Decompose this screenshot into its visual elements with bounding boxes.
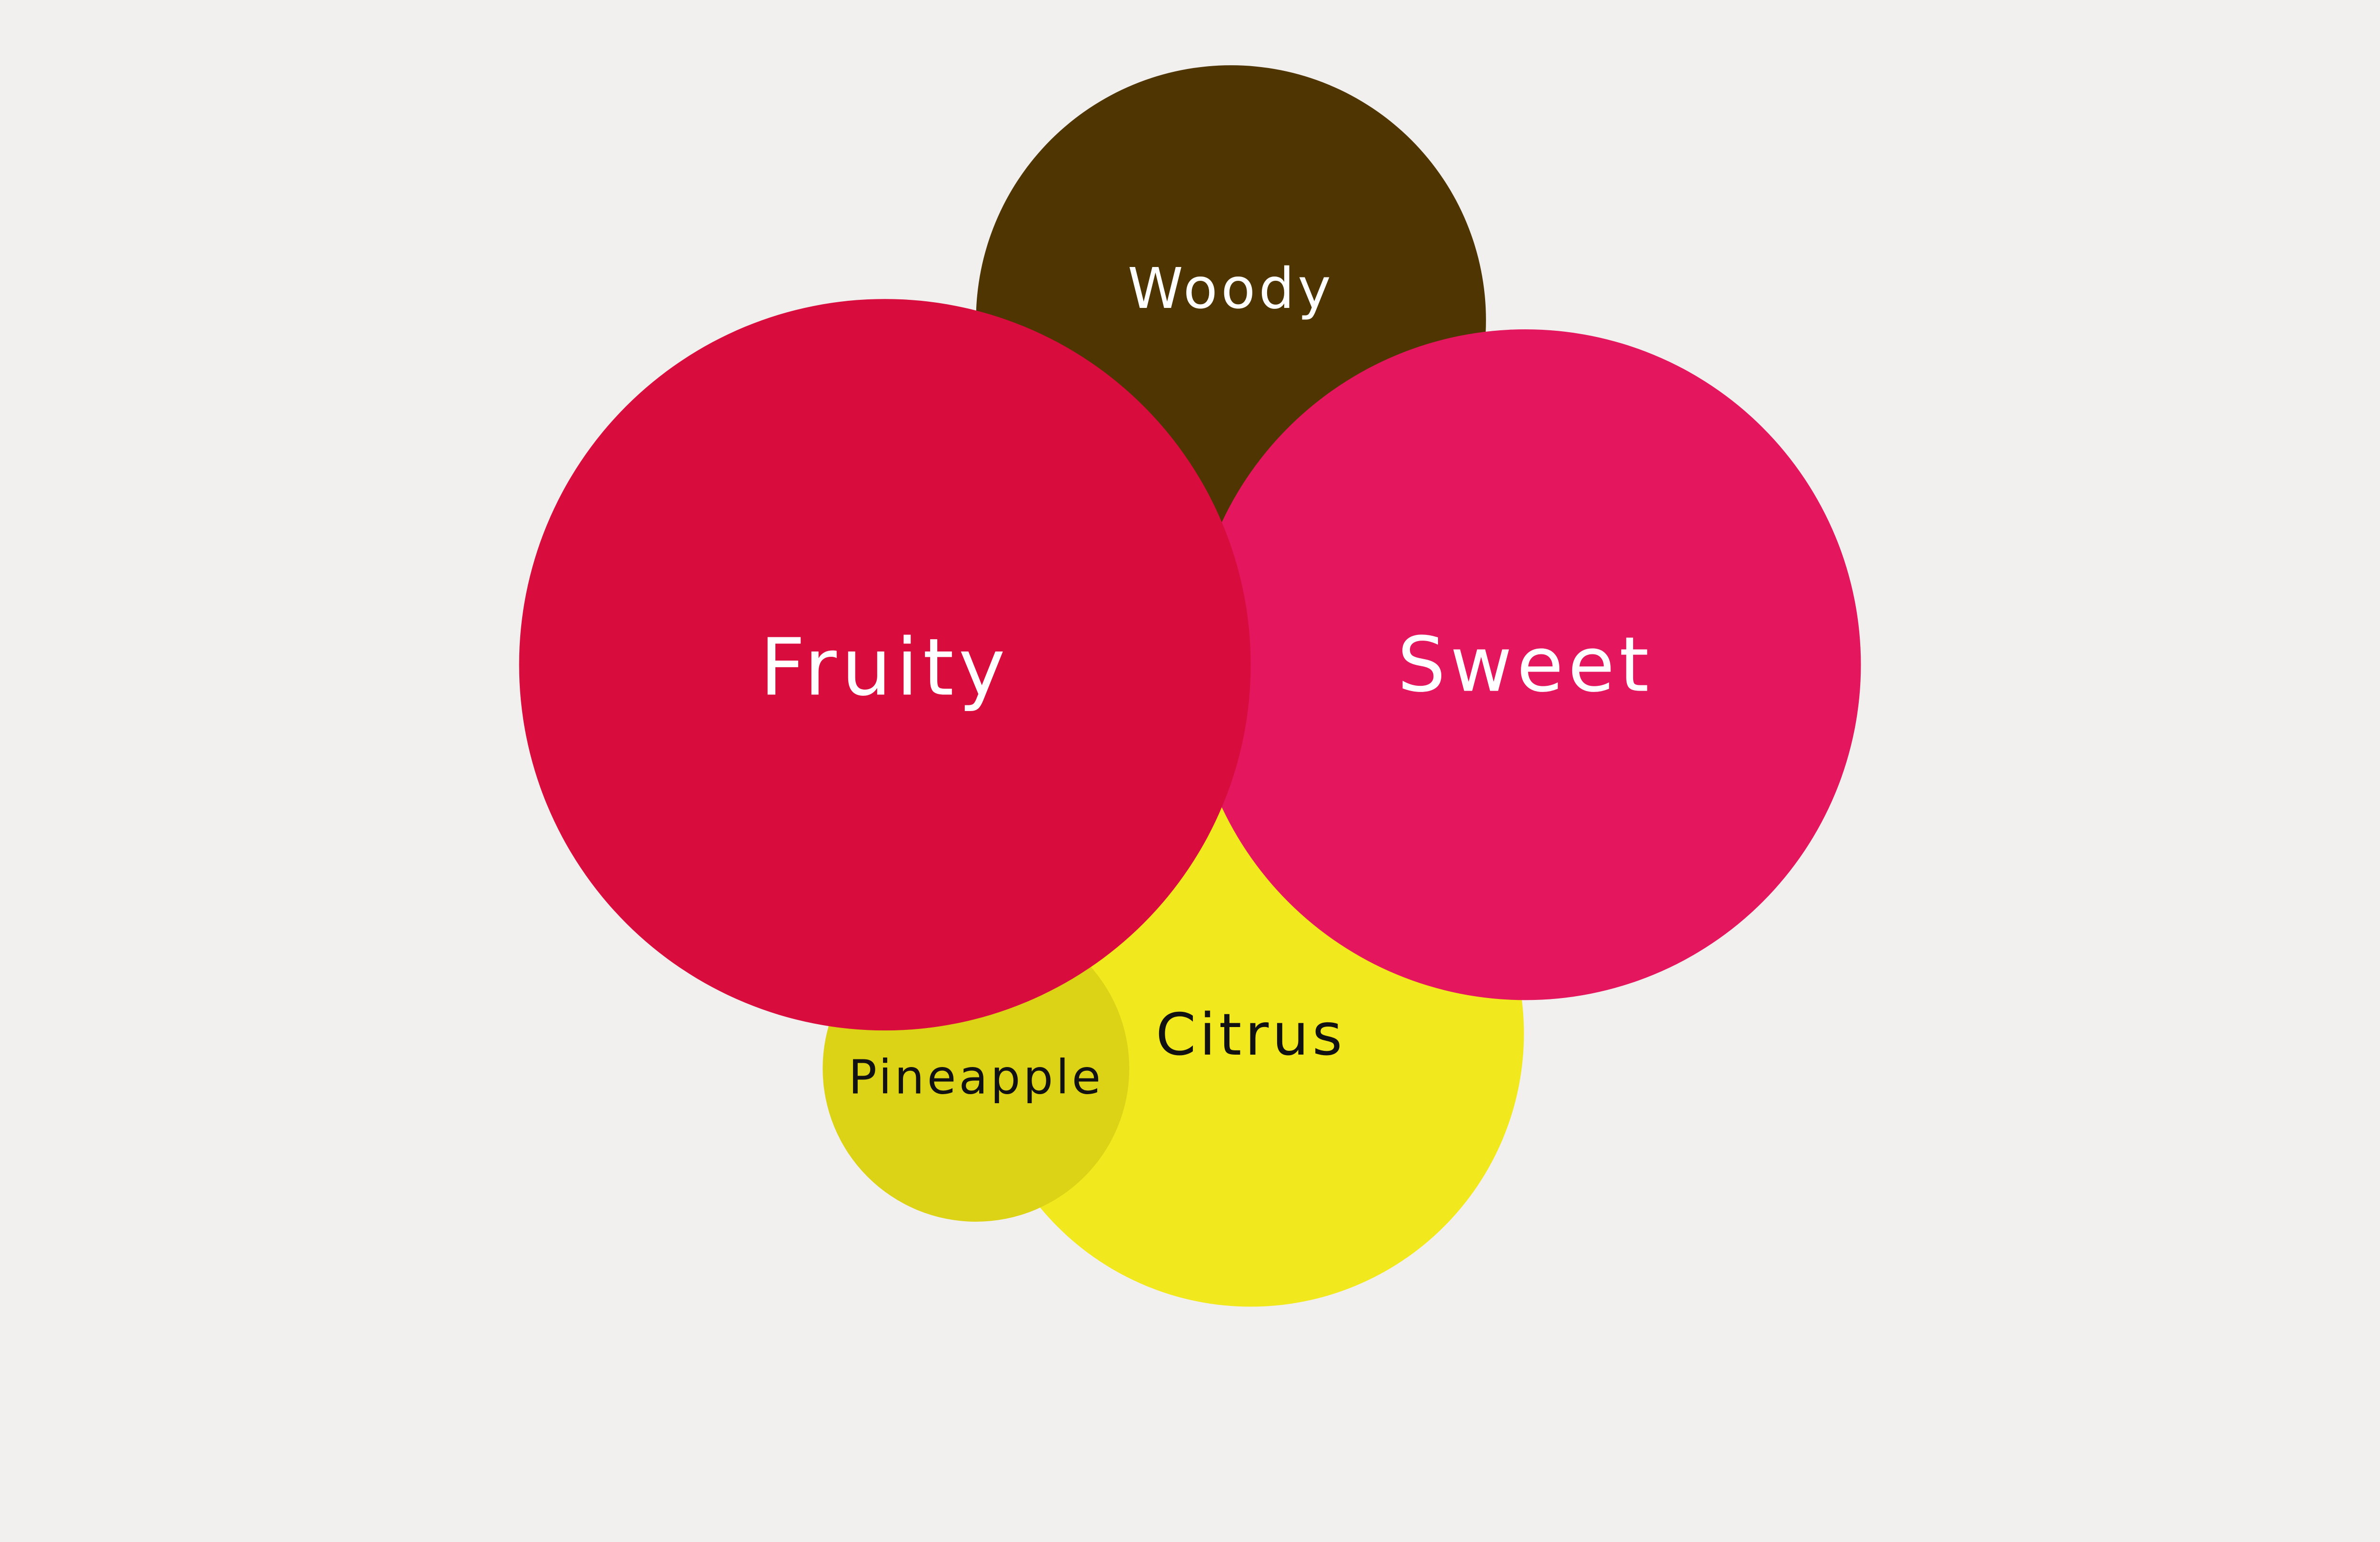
bubble-fruity: Fruity: [519, 299, 1251, 1031]
bubble-fruity-circle: [519, 299, 1251, 1031]
bubble-sweet: Sweet: [1190, 329, 1861, 1000]
bubble-sweet-label: Sweet: [1398, 621, 1654, 709]
bubble-sweet-circle: [1190, 329, 1861, 1000]
bubble-woody-label: Woody: [1128, 256, 1334, 321]
bubble-pineapple-label: Pineapple: [848, 1050, 1103, 1105]
bubble-citrus-label: Citrus: [1156, 1001, 1346, 1068]
bubble-fruity-label: Fruity: [760, 622, 1010, 714]
flavor-bubble-diagram: Citrus Pineapple Woody Sweet Fruity: [519, 65, 1861, 1307]
